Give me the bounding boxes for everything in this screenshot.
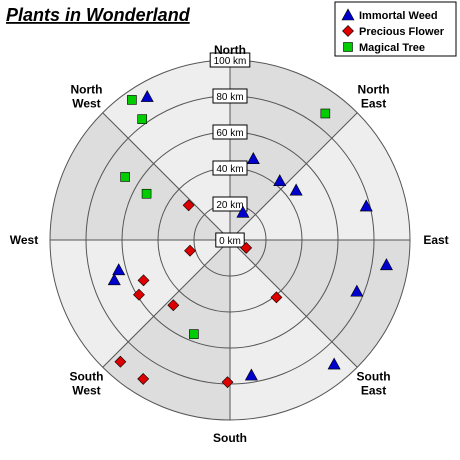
data-point-square	[320, 108, 331, 119]
tick-label-box	[212, 196, 248, 212]
polar-sector	[102, 240, 230, 420]
data-point-diamond	[137, 274, 150, 287]
legend-marker-diamond	[342, 25, 354, 37]
polar-sector	[230, 60, 358, 240]
polar-bands	[50, 60, 410, 420]
legend-marker-triangle	[341, 8, 355, 21]
legend-box	[334, 1, 457, 57]
data-point-square	[120, 172, 130, 182]
data-point-diamond	[270, 291, 283, 304]
data-point-diamond	[240, 241, 253, 254]
grid-spoke	[102, 239, 231, 368]
grid-spoke	[229, 239, 358, 368]
polar-sector	[102, 60, 230, 240]
data-point-square	[189, 329, 199, 339]
data-point-diamond	[184, 244, 196, 257]
tick-label-box	[209, 52, 251, 68]
polar-sector	[50, 240, 230, 368]
data-point-triangle	[107, 273, 121, 286]
data-point-triangle	[289, 183, 303, 196]
data-point-triangle	[244, 368, 258, 381]
tick-label-box	[212, 88, 248, 104]
legend-label: Magical Tree	[359, 42, 425, 54]
data-point-triangle	[140, 89, 154, 102]
data-point-square	[141, 188, 152, 199]
data-point-diamond	[114, 355, 127, 368]
direction-label: North	[214, 43, 246, 57]
radial-tick-labels: 0 km 20 km 40 km 60 km 80 km 100 km	[209, 52, 251, 248]
data-point-diamond	[167, 299, 180, 312]
direction-label: East	[423, 233, 448, 247]
tick-label-box	[212, 124, 248, 140]
data-point-triangle	[112, 263, 126, 276]
data-point-triangle	[273, 174, 287, 187]
legend-marker-square	[343, 42, 353, 52]
tick-label: 40 km	[216, 164, 243, 175]
legend-label: Precious Flower	[359, 26, 445, 38]
data-point-square	[137, 114, 147, 124]
data-point-triangle	[327, 357, 341, 370]
data-point-triangle	[359, 199, 373, 212]
polar-sector	[50, 112, 230, 240]
legend-label: Immortal Weed	[359, 10, 438, 22]
data-point-triangle	[236, 205, 250, 218]
data-point-triangle	[246, 152, 260, 164]
tick-label: 80 km	[216, 92, 243, 103]
data-point-triangle	[379, 258, 393, 271]
data-point-diamond	[133, 288, 145, 301]
data-point-diamond	[137, 372, 150, 385]
grid-spoke	[229, 112, 358, 241]
tick-label: 0 km	[219, 236, 241, 247]
direction-label: South	[213, 431, 247, 445]
tick-label: 60 km	[216, 128, 243, 139]
polar-sector	[230, 240, 410, 368]
direction-label: West	[10, 233, 38, 247]
data-point-square	[127, 95, 137, 105]
tick-label: 20 km	[216, 200, 243, 211]
data-point-triangle	[350, 284, 364, 297]
tick-label: 100 km	[214, 56, 247, 67]
polar-sector	[230, 240, 358, 420]
data-point-diamond	[182, 199, 195, 212]
data-points	[107, 89, 393, 389]
tick-label-box	[215, 232, 245, 248]
grid-spoke	[102, 112, 231, 241]
chart-title: Plants in Wonderland	[6, 5, 191, 25]
tick-label-box	[212, 160, 248, 176]
data-point-diamond	[221, 376, 234, 389]
